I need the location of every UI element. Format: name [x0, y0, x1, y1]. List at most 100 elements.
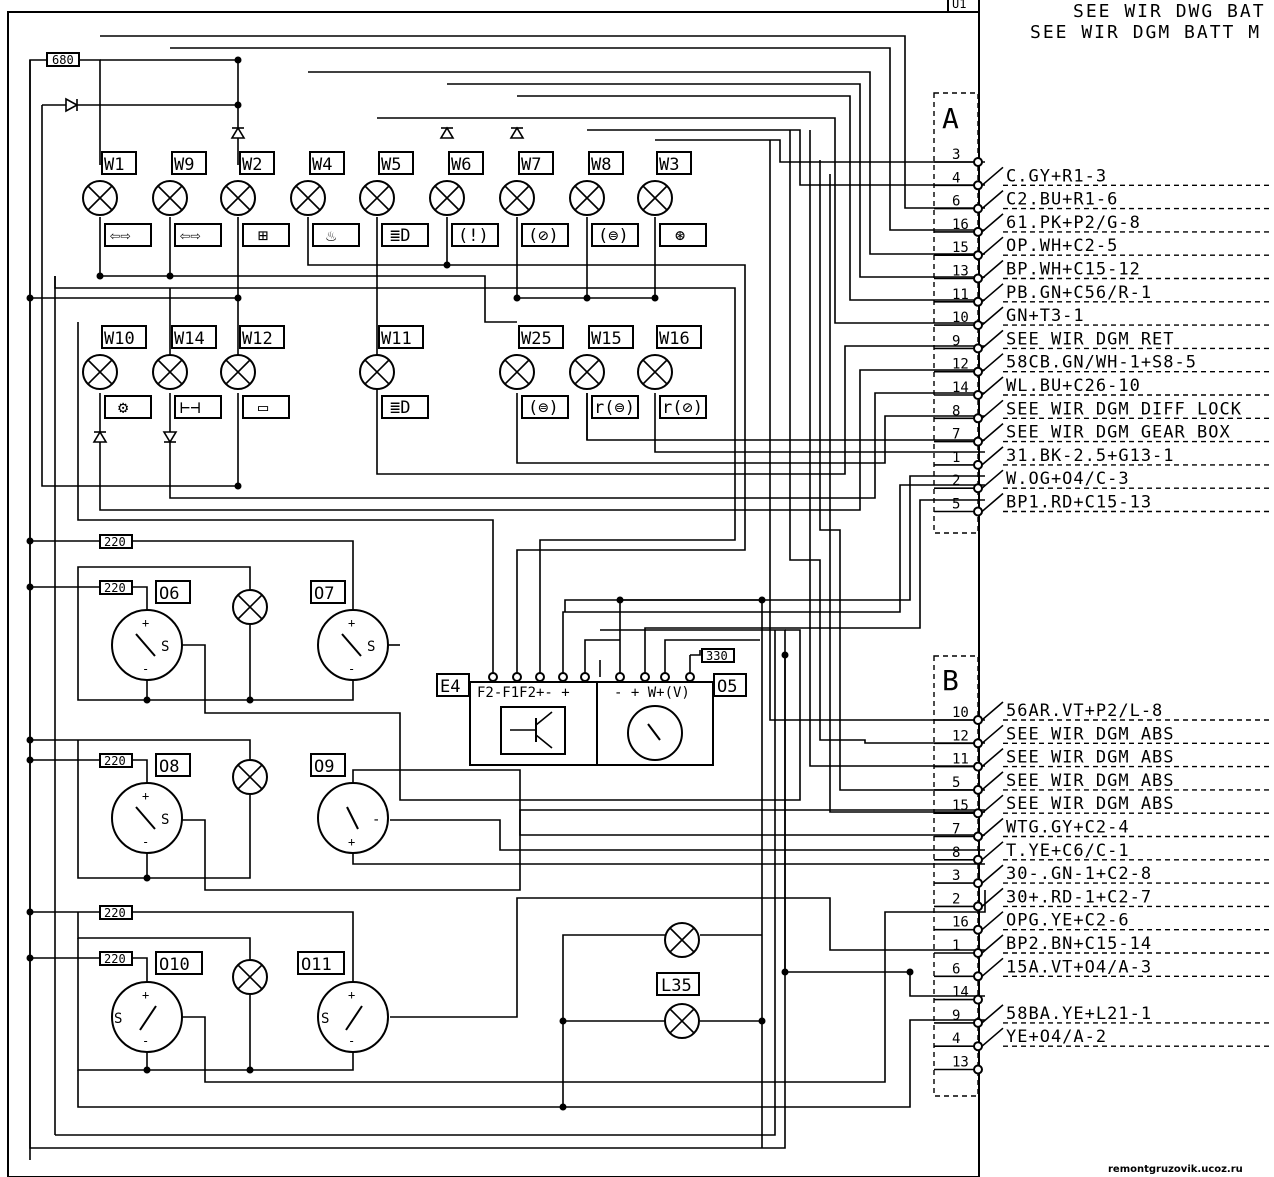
- connector-pin-number: 13: [952, 1055, 969, 1071]
- connector-wire-label: SEE WIR DGM ABS: [1006, 794, 1175, 814]
- connector-wire-label: SEE WIR DGM ABS: [1006, 771, 1175, 791]
- gauges: S + - O6 S + - O7 S + - O8 -: [111, 580, 389, 1053]
- lamp-row-1: [82, 180, 673, 216]
- svg-text:S: S: [114, 1011, 122, 1027]
- connector-pin-row: 9 SEE WIR DGM RET: [934, 329, 1270, 354]
- symbol-boxes-row-2: ⚙ ⊢⊣ ▭ ≣D (⊜) r(⊜) r(⊘): [104, 395, 707, 419]
- connector-pin-number: 9: [952, 1008, 960, 1024]
- lamp-w11: [359, 354, 395, 390]
- connector-pin-number: 3: [952, 868, 960, 884]
- connector-pin-number: 10: [952, 705, 969, 721]
- tag-w6: W6: [451, 155, 471, 175]
- junctions-upper: [26, 56, 659, 490]
- tag-o5: O5: [717, 677, 737, 697]
- symbol-w25-icon: (⊜): [528, 398, 559, 418]
- connector-pin-number: 10: [952, 310, 969, 326]
- gauge-o8: S + - O8: [111, 753, 191, 854]
- connector-wire-label: T.YE+C6/C-1: [1006, 841, 1130, 861]
- connector-wire-label: BP2.BN+C15-14: [1006, 934, 1152, 954]
- connector-wire-label: OPG.YE+C2-6: [1006, 911, 1130, 931]
- lamp-l35-lower: [664, 1003, 700, 1039]
- tag-w10: W10: [104, 329, 135, 349]
- tag-w11: W11: [381, 329, 412, 349]
- tag-o9: O9: [314, 757, 334, 777]
- tag-w8: W8: [591, 155, 611, 175]
- connector-pin-row: 3: [934, 147, 983, 167]
- svg-text:-: -: [142, 835, 149, 849]
- lamp-gauge-row3: [232, 959, 268, 995]
- connector-pin-number: 13: [952, 264, 969, 280]
- connector-wire-label: BP.WH+C15-12: [1006, 260, 1141, 280]
- resistor-220e-label: 220: [104, 952, 126, 966]
- svg-text:-: -: [142, 662, 149, 676]
- lamp-w2: [220, 180, 256, 216]
- tag-w15: W15: [591, 329, 622, 349]
- symbol-w12-icon: ▭: [258, 398, 269, 418]
- lamp-w15: [569, 354, 605, 390]
- connector-pin-number: 8: [952, 845, 960, 861]
- connector-b: B: [933, 655, 979, 1097]
- connector-pin-row: 13 BP.WH+C15-12: [934, 260, 1270, 284]
- connector-pin-number: 16: [952, 915, 969, 931]
- resistor-220d-label: 220: [104, 906, 126, 920]
- connector-wire-label: SEE WIR DGM GEAR BOX: [1006, 423, 1231, 443]
- connector-pin-row: 8 T.YE+C6/C-1: [934, 841, 1270, 865]
- tag-e4: E4: [440, 677, 460, 697]
- connector-pin-number: 9: [952, 333, 960, 349]
- connector-a-letter: A: [942, 102, 959, 135]
- connector-a: A: [933, 92, 979, 534]
- symbol-w16-icon: r(⊘): [662, 398, 703, 418]
- connector-wire-label: SEE WIR DGM RET: [1006, 329, 1175, 349]
- gauge-wiring: [29, 60, 986, 1160]
- symbol-w3-icon: ⊛: [675, 226, 685, 246]
- connector-wire-label: 61.PK+P2/G-8: [1006, 213, 1141, 233]
- tag-o10: O10: [159, 955, 190, 975]
- connector-wire-label: SEE WIR DGM DIFF LOCK: [1006, 399, 1242, 419]
- connector-pin-number: 11: [952, 752, 969, 768]
- lamp-w5: [359, 180, 395, 216]
- connector-pin-number: 2: [952, 891, 960, 907]
- symbol-w10-icon: ⚙: [118, 398, 128, 418]
- o5-pins: - + W+(V): [614, 685, 690, 701]
- svg-text:+: +: [348, 616, 355, 630]
- symbol-w11-icon: ≣D: [390, 398, 410, 418]
- symbol-w8-icon: (⊜): [598, 226, 629, 246]
- connector-pin-number: 12: [952, 357, 969, 373]
- svg-text:-: -: [142, 1034, 149, 1048]
- lamp-tags-row-1: W1 W9 W2 W4 W5 W6 W7 W8 W3: [101, 151, 692, 175]
- tag-w16: W16: [659, 329, 690, 349]
- connector-wire-label: BP1.RD+C15-13: [1006, 493, 1152, 513]
- connector-pin-number: 1: [952, 450, 960, 466]
- connector-pin-number: 14: [952, 380, 969, 396]
- tag-o6: O6: [159, 584, 179, 604]
- resistor-220c-label: 220: [104, 754, 126, 768]
- lamp-w14: [152, 354, 188, 390]
- resistor-tags: 680 220 220 220 220 220 330: [52, 53, 728, 966]
- resistor-330-label: 330: [706, 649, 728, 663]
- top-bus: [29, 35, 985, 1149]
- tag-w1: W1: [104, 155, 124, 175]
- lamp-w16: [637, 354, 673, 390]
- connector-pin-number: 2: [952, 473, 960, 489]
- corner-tag: U1: [952, 0, 966, 11]
- connector-pin-number: 3: [952, 147, 960, 163]
- tag-w25: W25: [521, 329, 552, 349]
- connector-pin-number: 12: [952, 728, 969, 744]
- connector-wire-label: C2.BU+R1-6: [1006, 190, 1118, 210]
- tag-w14: W14: [174, 329, 205, 349]
- header-line-1: SEE WIR DWG BAT: [1073, 1, 1266, 22]
- junctions-lower: [26, 537, 914, 1111]
- svg-text:S: S: [161, 639, 169, 655]
- tag-o8: O8: [159, 757, 179, 777]
